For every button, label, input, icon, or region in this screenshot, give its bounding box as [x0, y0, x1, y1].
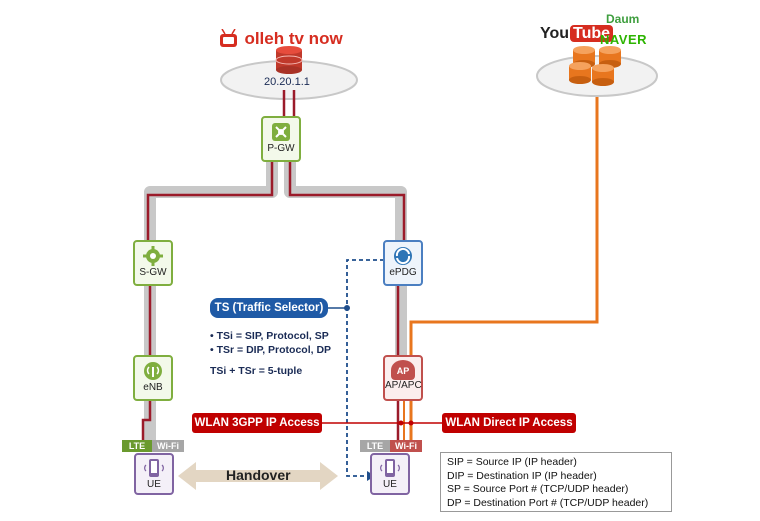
ts-title-banner: TS (Traffic Selector)	[210, 298, 328, 318]
enb-node: eNB	[133, 355, 173, 401]
ap-badge: AP	[391, 360, 415, 380]
ue-right-label: UE	[383, 479, 397, 490]
ts-details: • TSi = SIP, Protocol, SP • TSr = DIP, P…	[210, 330, 331, 379]
naver-logo: NAVER	[600, 32, 648, 47]
sgw-node: S-GW	[133, 240, 173, 286]
gear-icon	[143, 246, 163, 266]
pgw-label: P-GW	[267, 143, 295, 154]
ue-left-lte-tag: LTE	[122, 440, 152, 452]
ts-signaling-path	[346, 259, 384, 477]
tv-icon	[220, 28, 237, 47]
olleh-brand-text: olleh tv now	[244, 29, 343, 48]
ts-bullet-tsr-text: TSr = DIP, Protocol, DP	[216, 343, 332, 356]
wlan-3gpp-banner: WLAN 3GPP IP Access	[192, 413, 322, 433]
ue-right-lte-tag: LTE	[360, 440, 390, 452]
ue-left-node: UE	[134, 453, 174, 495]
ts-bullet-tsr: • TSr = DIP, Protocol, DP	[210, 343, 332, 356]
connector-dot-left	[398, 420, 404, 426]
youtube-logo-tube: Tube	[570, 25, 614, 42]
legend-item: SIP = Source IP (IP header)	[447, 456, 577, 468]
router-icon	[272, 123, 290, 141]
pgw-node: P-GW	[261, 116, 301, 162]
youtube-logo-you: You	[540, 25, 570, 42]
database-icon	[275, 46, 303, 74]
epdg-label: ePDG	[389, 267, 417, 278]
enb-label: eNB	[143, 382, 163, 393]
smartphone-icon	[144, 459, 164, 477]
ue-right-node: UE	[370, 453, 410, 495]
wlan-direct-banner: WLAN Direct IP Access	[442, 413, 576, 433]
daum-logo: Daum	[606, 12, 640, 26]
olleh-logo: olleh tv now	[218, 28, 343, 49]
ue-left-label: UE	[147, 479, 161, 490]
epdg-node: ePDG	[383, 240, 423, 286]
legend-box: SIP = Source IP (IP header) DIP = Destin…	[440, 452, 672, 512]
antenna-icon	[144, 362, 162, 380]
handover-label: Handover	[226, 467, 291, 483]
ts-summary: TSi + TSr = 5-tuple	[210, 365, 303, 377]
ue-right-wifi-tag: Wi-Fi	[390, 440, 422, 452]
legend-item: DIP = Destination IP (IP header)	[447, 469, 597, 482]
legend-item: DP = Destination Port # (TCP/UDP header)	[447, 496, 649, 509]
smartphone-icon	[380, 459, 400, 477]
ip-bearer-paths	[141, 90, 406, 440]
gateway-icon	[394, 247, 412, 265]
legend-item: SP = Source Port # (TCP/UDP header)	[447, 483, 629, 495]
server-ip-label: 20.20.1.1	[264, 76, 310, 88]
connector-dot-right	[408, 420, 414, 426]
ts-bullet-tsi-text: TSi = SIP, Protocol, SP	[216, 330, 329, 342]
ap-label: AP/APC	[385, 380, 422, 391]
sgw-label: S-GW	[139, 267, 167, 278]
direct-ip-path	[409, 97, 599, 440]
ap-node: AP AP/APC	[383, 355, 423, 401]
ue-left-wifi-tag: Wi-Fi	[152, 440, 184, 452]
server-cluster-icon	[569, 46, 621, 86]
ts-bullet-tsi: • TSi = SIP, Protocol, SP	[210, 330, 329, 342]
handover-arrow	[178, 462, 338, 490]
